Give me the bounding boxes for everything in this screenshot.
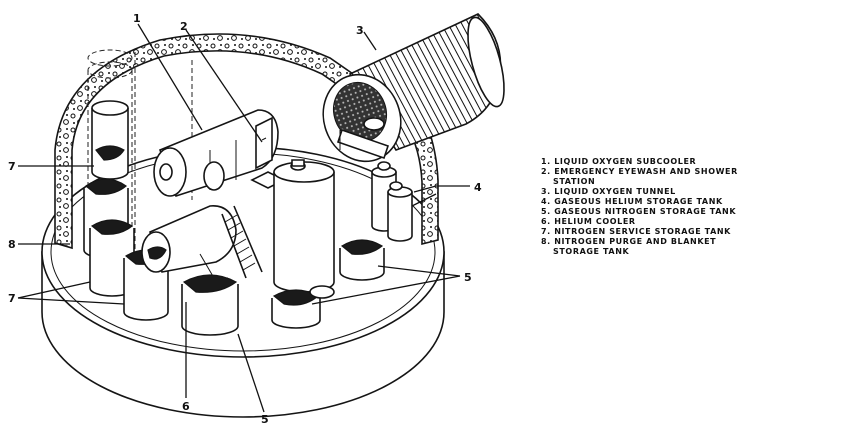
callout-6: 6 — [182, 400, 190, 413]
callout-8: 8 — [8, 238, 16, 251]
callout-7-lower: 7 — [8, 292, 16, 305]
legend-item-6: 6. HELIUM COOLER — [541, 217, 636, 226]
legend-item-8-continued: STORAGE TANK — [553, 247, 630, 256]
helium-cooler — [141, 205, 237, 279]
callout-5-right: 5 — [464, 271, 472, 284]
nitrogen-gas-tank-center — [181, 274, 239, 336]
nitrogen-gas-tank-front — [271, 285, 335, 329]
callout-1: 1 — [133, 12, 141, 25]
center-storage-tank — [273, 159, 335, 293]
liquid-oxygen-subcooler — [153, 109, 279, 198]
legend-item-1: 1. LIQUID OXYGEN SUBCOOLER — [541, 157, 697, 166]
legend-item-7: 7. NITROGEN SERVICE STORAGE TANK — [541, 227, 731, 236]
legend-item-8: 8. NITROGEN PURGE AND BLANKET — [541, 237, 717, 246]
nitrogen-gas-tank-right — [339, 239, 385, 281]
callout-5-bottom: 5 — [261, 413, 269, 426]
legend-item-4: 4. GASEOUS HELIUM STORAGE TANK — [541, 197, 723, 206]
legend-item-3: 3. LIQUID OXYGEN TUNNEL — [541, 187, 676, 196]
callout-4: 4 — [474, 181, 482, 194]
nitrogen-service-tank-lower — [89, 219, 135, 297]
legend-item-2-continued: STATION — [553, 177, 596, 186]
nitrogen-service-tank-upper — [91, 100, 129, 180]
legend-item-2: 2. EMERGENCY EYEWASH AND SHOWER — [541, 167, 738, 176]
callout-leader-lines — [17, 23, 470, 413]
callout-3: 3 — [356, 24, 364, 37]
callout-2: 2 — [180, 20, 188, 33]
helium-storage-tank-b — [387, 181, 413, 242]
component-legend: 1. LIQUID OXYGEN SUBCOOLER 2. EMERGENCY … — [541, 157, 841, 257]
callout-7-upper: 7 — [8, 160, 16, 173]
liquid-oxygen-tunnel — [322, 13, 505, 163]
legend-item-5: 5. GASEOUS NITROGEN STORAGE TANK — [541, 207, 737, 216]
access-ladder — [221, 205, 263, 279]
